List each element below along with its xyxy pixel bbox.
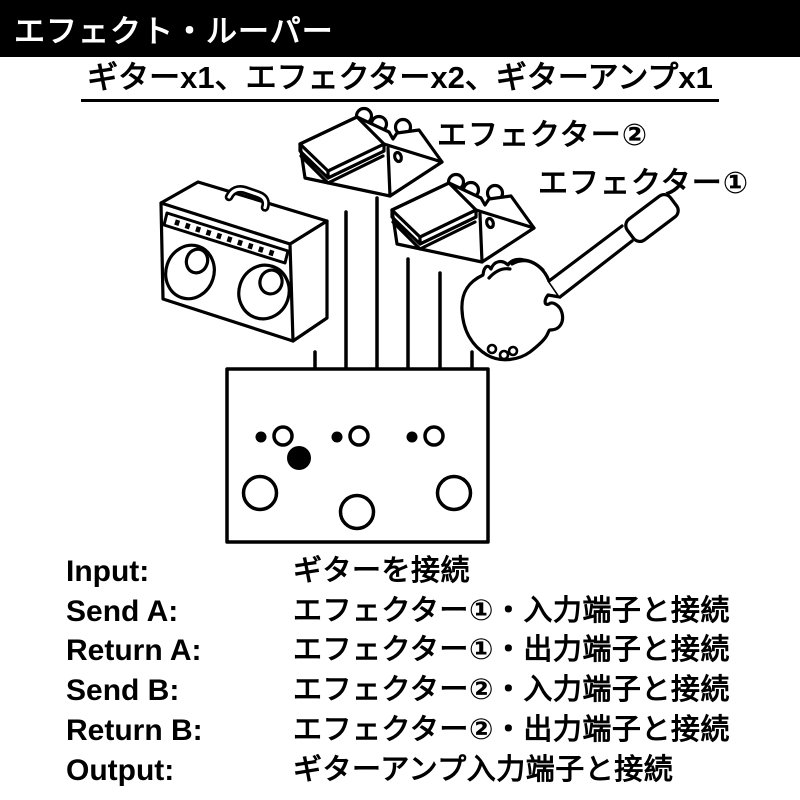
equipment-summary: ギターx1、エフェクターx2、ギターアンプx1 — [81, 60, 719, 103]
connection-row-input: Input: ギターを接続 — [66, 552, 766, 592]
connection-row-send-a: Send A: エフェクター①・入力端子と接続 — [66, 592, 766, 632]
port-description: ギターを接続 — [293, 555, 471, 587]
effector-2-icon — [298, 106, 444, 198]
port-description: ギターアンプ入力端子と接続 — [293, 753, 674, 786]
port-description: エフェクター①・入力端子と接続 — [293, 594, 730, 627]
effector-1-icon — [390, 172, 536, 264]
port-description: エフェクター②・出力端子と接続 — [293, 713, 730, 746]
port-description: エフェクター②・入力端子と接続 — [293, 674, 730, 707]
port-label: Return A: — [66, 634, 202, 668]
connection-row-return-b: Return B: エフェクター②・出力端子と接続 — [66, 711, 766, 751]
effector-2-label: エフェクター② — [437, 119, 649, 152]
guitar-amp-icon — [159, 180, 329, 343]
port-label: Output: — [66, 753, 175, 787]
looper-box-icon — [225, 367, 490, 544]
port-label: Return B: — [66, 713, 203, 747]
header-bar: エフェクト・ルーパー — [0, 0, 800, 57]
port-label: Input: — [66, 555, 150, 588]
port-label: Send B: — [66, 674, 180, 708]
patch-cables — [313, 196, 474, 371]
port-label: Send A: — [66, 594, 179, 628]
electric-guitar-icon — [460, 192, 680, 362]
effector-1-label: エフェクター① — [538, 167, 750, 200]
connection-row-return-a: Return A: エフェクター①・出力端子と接続 — [66, 631, 766, 671]
port-description: エフェクター①・出力端子と接続 — [293, 634, 730, 667]
connection-list: Input: ギターを接続 Send A: エフェクター①・入力端子と接続 Re… — [66, 552, 766, 790]
page-title: エフェクト・ルーパー — [14, 14, 334, 49]
connection-row-send-b: Send B: エフェクター②・入力端子と接続 — [66, 671, 766, 711]
connection-row-output: Output: ギターアンプ入力端子と接続 — [66, 751, 766, 791]
subtitle-wrap: ギターx1、エフェクターx2、ギターアンプx1 — [0, 60, 800, 103]
